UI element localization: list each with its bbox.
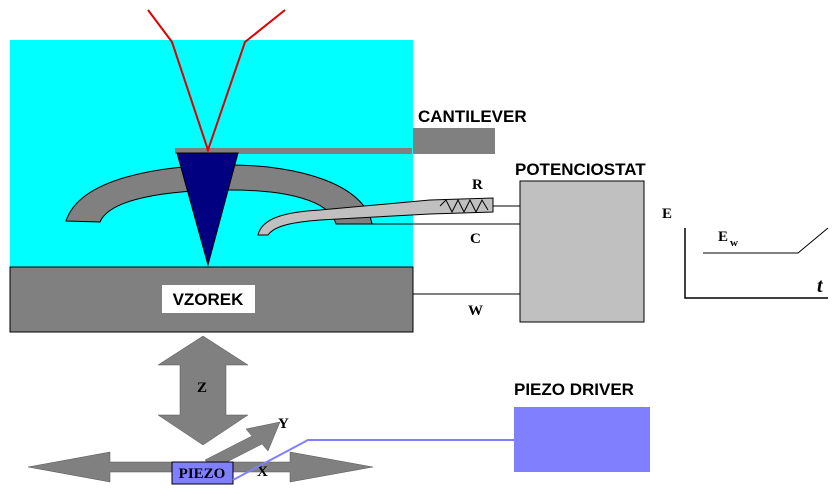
cantilever-bar (175, 148, 412, 154)
laser-beam (147, 9, 286, 154)
cantilever-holder (413, 128, 495, 154)
y-axis-label: Y (278, 416, 289, 432)
graph-ew-subscript: w (730, 237, 738, 249)
potentiostat-box (519, 180, 645, 323)
potentiostat-label: POTENCIOSTAT (515, 160, 646, 179)
piezo-wire (232, 439, 514, 481)
afm-tip (176, 152, 239, 267)
piezo-driver-box (514, 407, 650, 472)
piezo-driver-label: PIEZO DRIVER (514, 380, 634, 399)
graph-axes (684, 228, 828, 299)
electrode-r-label: R (472, 177, 483, 193)
graph-potential-line (703, 227, 829, 254)
cantilever-label: CANTILEVER (418, 107, 527, 126)
piezo-label: PIEZO (179, 466, 226, 482)
counter-electrode-ring (65, 164, 373, 225)
x-axis-label: X (257, 464, 268, 480)
electrode-w-label: W (468, 303, 483, 319)
sample-label-box (162, 285, 255, 313)
piezo-box (171, 461, 234, 485)
graph-e-label: E (662, 206, 672, 222)
electrode-c-label: C (470, 231, 481, 247)
graph-ew-label: E (718, 229, 728, 245)
reference-zigzag (439, 198, 489, 214)
z-axis-label: Z (197, 380, 207, 396)
reference-electrode (257, 197, 494, 236)
graph-t-label: t (817, 275, 824, 297)
z-arrow (157, 335, 249, 446)
sample-label: VZOREK (173, 290, 245, 309)
